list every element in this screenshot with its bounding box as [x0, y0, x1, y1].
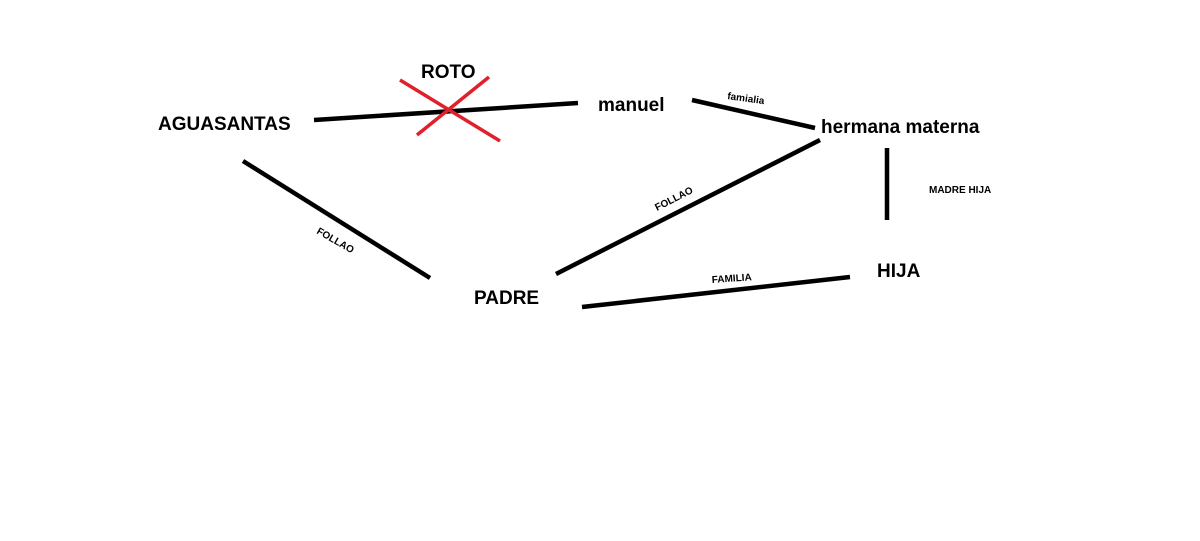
- edge-label-follao-left: FOLLAO: [315, 226, 356, 256]
- node-aguasantas: AGUASANTAS: [158, 114, 291, 135]
- edge-label-famialia: famialia: [727, 91, 766, 107]
- node-hermana-materna: hermana materna: [821, 117, 980, 138]
- edge-label-follao-right: FOLLAO: [653, 185, 695, 214]
- edge-status-label-roto: ROTO: [421, 62, 476, 83]
- edge-aguasantas-padre: [241, 159, 432, 280]
- edge-manuel-hermana-materna: [691, 97, 816, 131]
- edge-padre-hija: [581, 274, 851, 310]
- edge-hermana-materna-padre: [554, 137, 822, 277]
- edge-label-madre-hija: MADRE HIJA: [929, 185, 991, 196]
- node-padre: PADRE: [474, 288, 539, 309]
- node-manuel: manuel: [598, 95, 665, 116]
- edge-label-familia: FAMILIA: [711, 272, 752, 286]
- broken-link-cross-icon: [399, 75, 501, 143]
- node-hija: HIJA: [877, 261, 921, 282]
